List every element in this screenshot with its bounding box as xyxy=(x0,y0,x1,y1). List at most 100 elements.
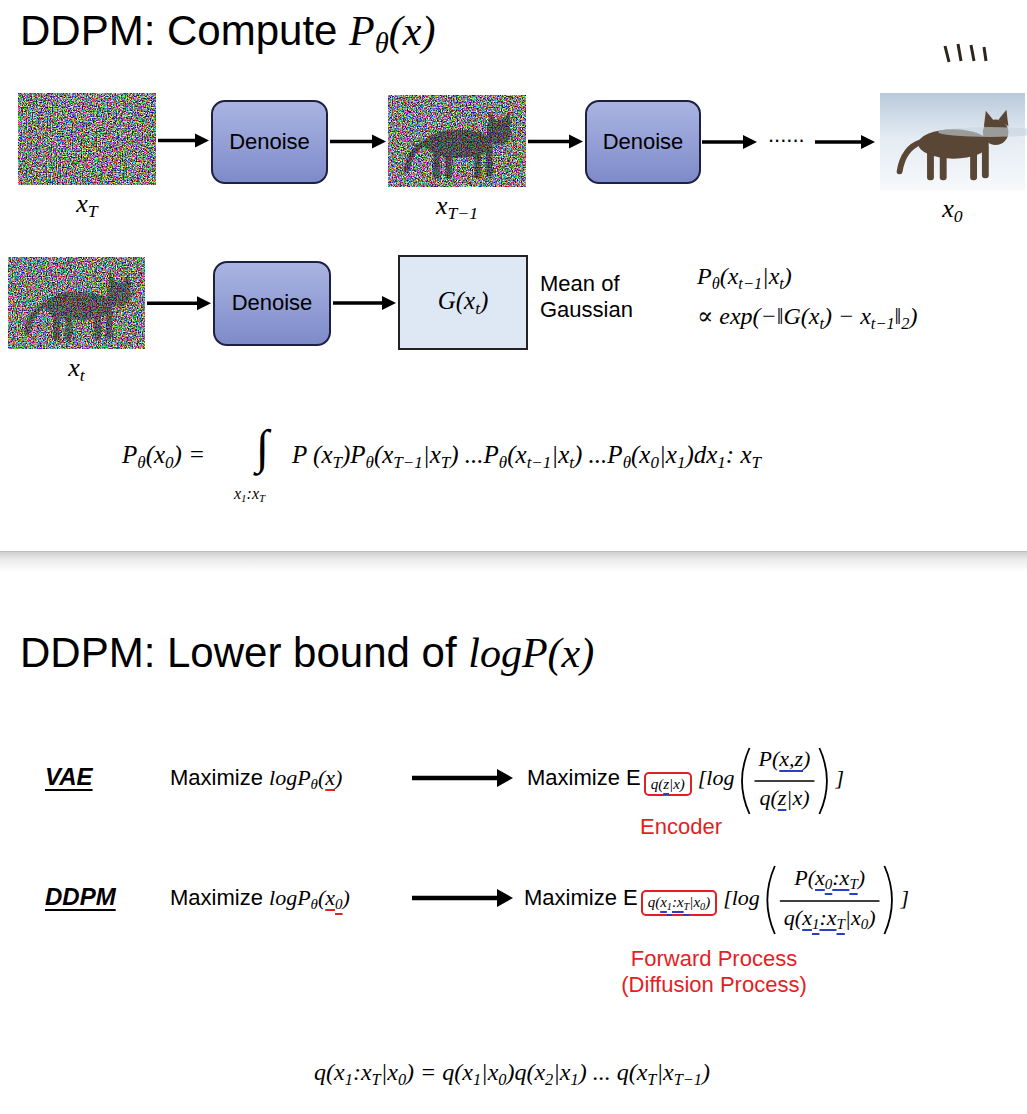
text-run: x xyxy=(802,905,812,930)
text-run: x,z xyxy=(779,746,803,771)
text-run: T xyxy=(751,453,760,472)
flow-arrow xyxy=(158,134,209,148)
text-run: x xyxy=(325,885,335,910)
text-run: Denoise xyxy=(229,129,310,154)
text-run: logP(x) xyxy=(468,630,594,676)
text-run: : x xyxy=(726,441,752,468)
text-run: T xyxy=(333,453,342,472)
text-run: |x) xyxy=(669,776,685,792)
annotation: Mean of Gaussian xyxy=(540,271,652,324)
text-run: θ xyxy=(375,28,389,59)
text-run: t xyxy=(80,365,85,385)
text-run: Mean of Gaussian xyxy=(540,271,633,322)
text-run: ) xyxy=(784,263,792,289)
denoise-box: Denoise xyxy=(585,100,701,184)
text-run: |x xyxy=(689,894,700,910)
text-run: ) xyxy=(909,303,917,329)
text-run: T xyxy=(88,201,98,221)
annotation: Encoder xyxy=(640,814,722,840)
formula: P (xT)Pθ(xT−1|xT) ...Pθ(xt−1|xt) ...Pθ(x… xyxy=(292,440,761,473)
text-run: ...... xyxy=(768,122,805,147)
text-run: ) xyxy=(705,894,710,910)
noise-image xyxy=(18,93,156,185)
text-run: q( xyxy=(784,905,802,930)
flow-arrow xyxy=(147,296,211,310)
text-run: ∝ exp(−‖G(x xyxy=(697,303,819,329)
text-run: T xyxy=(837,916,845,932)
fraction-bar xyxy=(780,900,880,902)
text-run: G(x xyxy=(438,287,475,314)
fraction-bar xyxy=(755,780,815,782)
text-run: 0 xyxy=(825,876,832,892)
image-frame: xt xyxy=(8,257,145,349)
row-heading: VAE xyxy=(45,763,93,792)
text-run: θ xyxy=(311,896,318,912)
highlight-box: q(x1:xT|x0) xyxy=(641,890,717,916)
text-run: ) ... q(x xyxy=(579,1059,648,1085)
text-run: ( xyxy=(318,885,325,910)
flow-arrow xyxy=(333,296,396,310)
text-run: Denoise xyxy=(232,290,313,315)
text-run: 0 xyxy=(398,1070,406,1089)
box-label: Denoise xyxy=(229,129,310,155)
text-run: T−1 xyxy=(674,1070,702,1089)
text-run: |x xyxy=(423,441,441,468)
text-run: :x xyxy=(832,865,849,890)
formula: ] xyxy=(900,885,909,911)
output-box: G(xt) xyxy=(398,255,528,350)
text-run: θ xyxy=(137,453,145,472)
noisy-cat-image xyxy=(388,95,526,187)
fraction-denominator: q(x1:xT|x0) xyxy=(784,905,876,934)
text-run: (x xyxy=(507,441,526,468)
slide-separator xyxy=(0,551,1027,572)
parenthesis xyxy=(742,748,750,814)
text-run: ) xyxy=(702,1059,710,1085)
expectation: Maximize E xyxy=(527,765,641,791)
arrow xyxy=(702,135,757,149)
text-run: Maximize E xyxy=(524,885,638,910)
text-run: )dx xyxy=(685,441,717,468)
expectation: Maximize E xyxy=(524,885,638,911)
text-run: z xyxy=(778,785,787,810)
ellipsis: ...... xyxy=(768,122,805,148)
text-run: x xyxy=(660,894,667,910)
text-run: T xyxy=(684,901,690,912)
objective: Maximize logPθ(x) xyxy=(170,765,342,794)
text-run: 1 xyxy=(812,916,819,932)
box-label: G(xt) xyxy=(438,286,489,319)
denoise-box: Denoise xyxy=(213,261,331,346)
text-run: :x xyxy=(819,905,836,930)
text-run: |x xyxy=(381,1059,398,1085)
text-run: x xyxy=(436,191,448,220)
text-run: x xyxy=(234,485,241,502)
text-run: Forward Process (Diffusion Process) xyxy=(621,946,806,997)
text-run: Maximize xyxy=(170,765,269,790)
text-run: )P xyxy=(342,441,366,468)
text-run: (x xyxy=(720,263,739,289)
fraction-denominator: q(z|x) xyxy=(759,785,809,811)
text-run: DDPM: Compute xyxy=(20,7,349,54)
arrow xyxy=(815,135,875,149)
text-run: ) ...P xyxy=(450,441,499,468)
text-run: q( xyxy=(651,776,664,792)
text-run: Denoise xyxy=(603,129,684,154)
text-run: P xyxy=(349,8,375,54)
image-frame: x0 xyxy=(880,93,1025,190)
text-run: ) xyxy=(858,865,865,890)
text-run: t xyxy=(819,314,824,333)
flow-arrow xyxy=(330,135,386,149)
text-run: (x) xyxy=(389,8,436,54)
row-heading: DDPM xyxy=(45,883,116,912)
text-run: 0 xyxy=(650,453,659,472)
text-run: )q(x xyxy=(506,1059,545,1085)
text-run: :x xyxy=(247,485,259,502)
text-run: ] xyxy=(900,885,909,910)
text-run: logP xyxy=(269,885,311,910)
text-run: t xyxy=(569,453,574,472)
text-run: t xyxy=(475,299,480,318)
text-run: ( xyxy=(318,765,325,790)
text-run: 1 xyxy=(571,1070,579,1089)
integral-sign: ∫ xyxy=(256,418,269,476)
text-run: |x xyxy=(553,1059,570,1085)
